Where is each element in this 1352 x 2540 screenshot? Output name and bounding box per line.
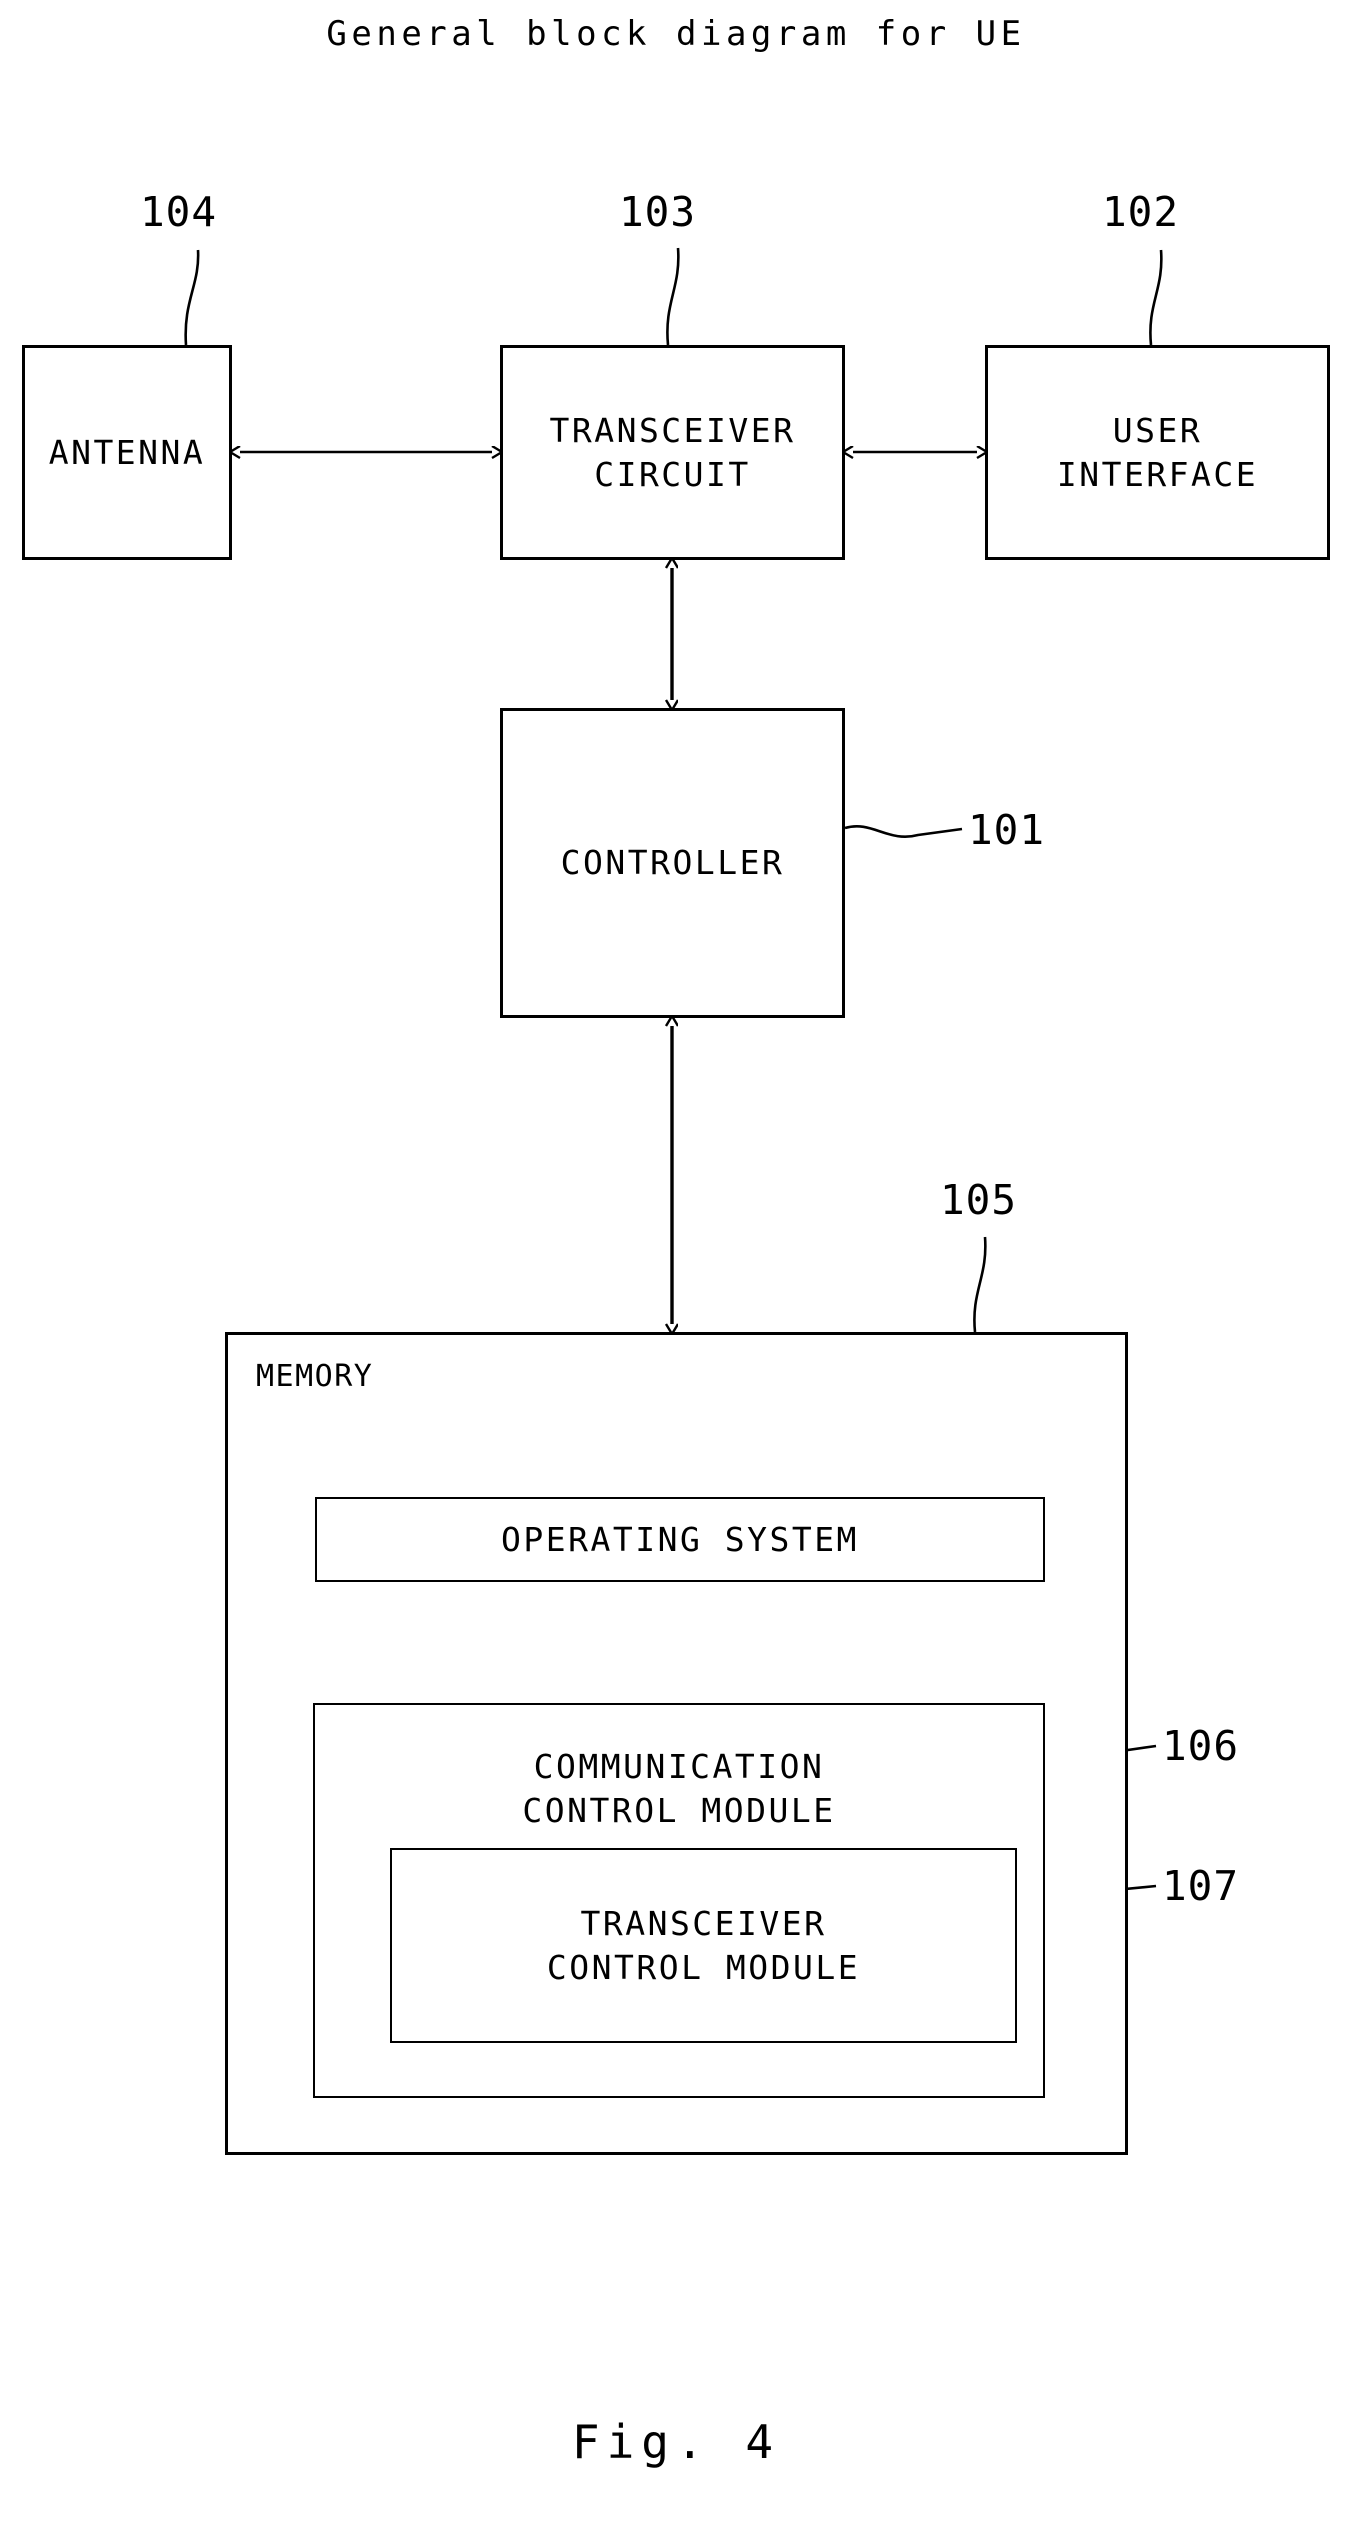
block-memory-label: MEMORY (256, 1359, 374, 1394)
ref-numeral-101: 101 (968, 806, 1046, 854)
block-communication-control-module-label: COMMUNICATION CONTROL MODULE (522, 1747, 836, 1830)
leader-line-101 (844, 825, 963, 838)
block-memory[interactable]: MEMORY OPERATING SYSTEM COMMUNICATION CO… (225, 1332, 1128, 2155)
ref-numeral-107: 107 (1162, 1862, 1240, 1910)
figure-title: General block diagram for UE (326, 14, 1026, 54)
ref-numeral-102: 102 (1102, 188, 1180, 236)
block-antenna-label: ANTENNA (48, 432, 206, 472)
block-transceiver-control-module[interactable]: TRANSCEIVER CONTROL MODULE (390, 1848, 1017, 2043)
figure-caption: Fig. 4 (571, 2415, 781, 2469)
leader-line-103 (666, 247, 680, 346)
ref-numeral-104: 104 (140, 188, 218, 236)
ref-numeral-103: 103 (619, 188, 697, 236)
block-transceiver-circuit[interactable]: TRANSCEIVER CIRCUIT (500, 345, 845, 560)
block-antenna[interactable]: ANTENNA (22, 345, 232, 560)
block-user-interface[interactable]: USER INTERFACE (985, 345, 1330, 560)
leader-line-105 (973, 1236, 987, 1333)
leader-line-104 (184, 249, 200, 346)
block-operating-system[interactable]: OPERATING SYSTEM (315, 1497, 1045, 1582)
block-controller-label: CONTROLLER (560, 843, 785, 883)
block-operating-system-label: OPERATING SYSTEM (501, 1519, 859, 1559)
ref-numeral-105: 105 (940, 1176, 1018, 1224)
block-transceiver-control-module-label: TRANSCEIVER CONTROL MODULE (546, 1903, 861, 1987)
block-transceiver-circuit-label: TRANSCEIVER CIRCUIT (549, 410, 796, 494)
block-controller[interactable]: CONTROLLER (500, 708, 845, 1018)
block-communication-control-module[interactable]: COMMUNICATION CONTROL MODULE TRANSCEIVER… (313, 1703, 1045, 2098)
ref-numeral-106: 106 (1162, 1722, 1240, 1770)
leader-line-102 (1149, 249, 1163, 346)
block-user-interface-label: USER INTERFACE (1056, 410, 1259, 494)
